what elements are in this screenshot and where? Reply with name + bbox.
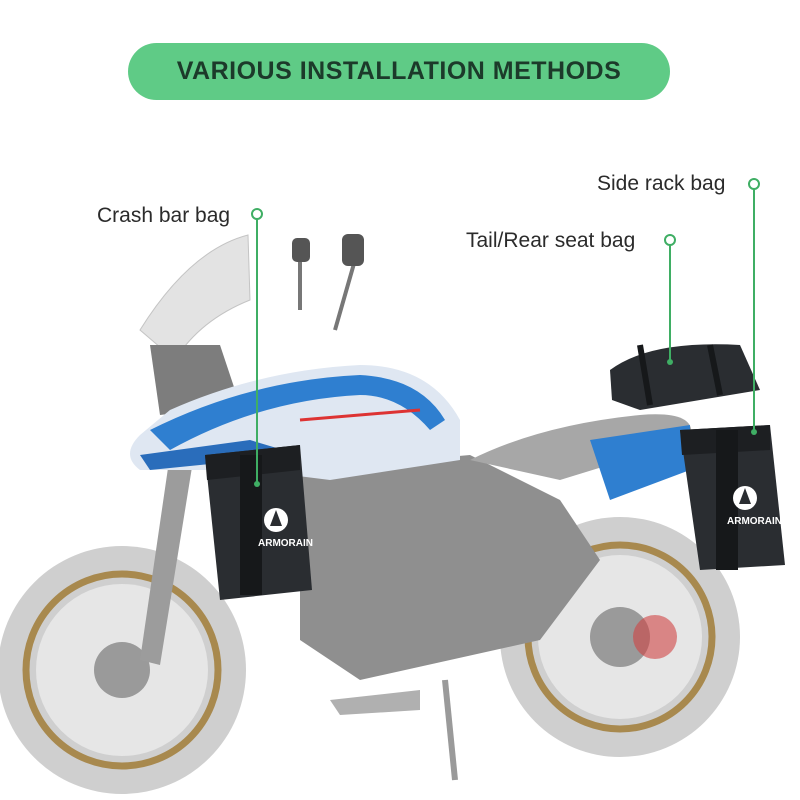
side-rack-bag: ARMORAIN	[680, 425, 785, 570]
crash-bar-bag: ARMORAIN	[205, 445, 313, 600]
seat	[470, 414, 692, 480]
side-bag-brand-text: ARMORAIN	[727, 516, 782, 527]
tank-blue-stripe	[150, 375, 445, 450]
callout-crash-bar-pointer	[251, 208, 263, 487]
front-fork	[140, 420, 198, 665]
callout-crash-bar-label: Crash bar bag	[97, 204, 231, 227]
banner-title: VARIOUS INSTALLATION METHODS	[176, 57, 622, 85]
tail-blue-panel	[590, 425, 690, 500]
left-mirror	[292, 238, 310, 262]
kickstand	[442, 679, 458, 781]
skid-plate	[330, 690, 420, 715]
callout-side-rack-label: Side rack bag	[597, 172, 726, 195]
red-pinstripe	[299, 408, 421, 422]
tail-seat-bag	[610, 344, 760, 410]
callout-tail-rear-pointer	[664, 234, 676, 365]
windscreen	[139, 234, 251, 361]
callout-tail-rear-label: Tail/Rear seat bag	[466, 229, 636, 252]
front-wheel	[0, 546, 246, 794]
engine-block	[300, 455, 600, 680]
crash-bag-brand-text: ARMORAIN	[258, 538, 313, 549]
right-mirror	[342, 234, 364, 266]
title-banner: VARIOUS INSTALLATION METHODS	[128, 43, 670, 100]
callout-side-rack-pointer	[748, 178, 760, 435]
